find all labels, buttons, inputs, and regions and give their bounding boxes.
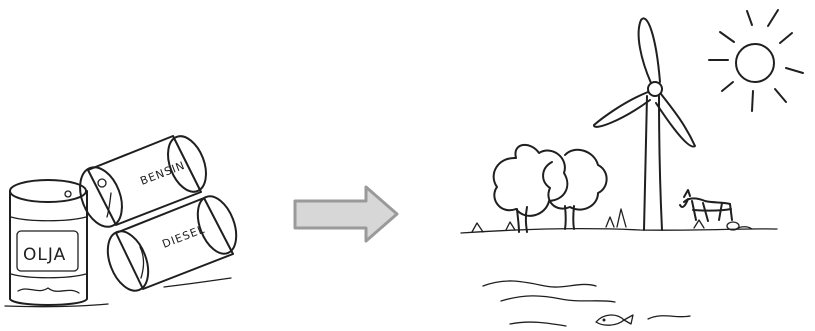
ground-group xyxy=(461,209,777,233)
barrel-bensin: BENSIN xyxy=(72,131,213,233)
barrel-label-diesel: DIESEL xyxy=(160,223,206,251)
water-group xyxy=(483,281,690,326)
cow-icon xyxy=(680,190,732,221)
barrel-olja: OLJA xyxy=(10,180,87,305)
fish-icon xyxy=(596,315,633,325)
wind-turbine-icon xyxy=(594,18,695,230)
sun-icon xyxy=(709,10,803,111)
trees-group xyxy=(494,145,607,232)
fuel-barrels-group: BENSIN DIESEL OLJA xyxy=(5,131,244,307)
transition-arrow xyxy=(295,187,397,241)
barrel-label-olja: OLJA xyxy=(23,245,66,265)
renewable-landscape xyxy=(461,10,803,326)
right-arrow-icon xyxy=(295,187,397,241)
